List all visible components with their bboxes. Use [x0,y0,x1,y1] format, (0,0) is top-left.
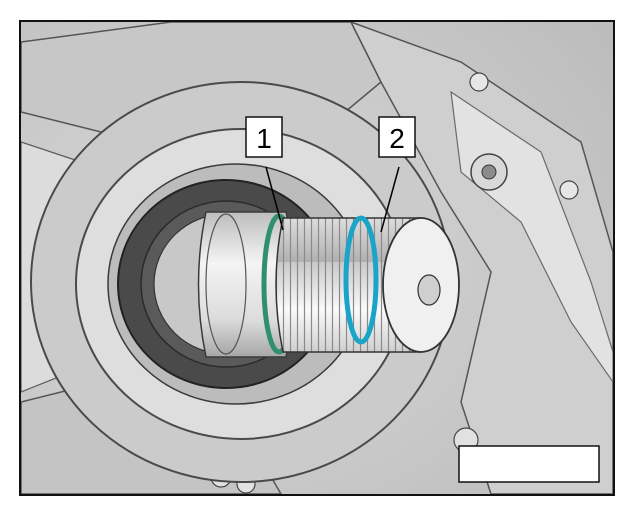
bolt-head-right [559,180,579,200]
bolt-hole-upper-right [481,164,497,180]
bolt-head-top [469,72,489,92]
o-ring-2 [343,215,379,345]
callout-1-number: 1 [256,123,272,154]
callout-1: 1 [245,116,283,158]
housing-right-flange [350,22,613,494]
figure-frame: 1 2 [19,20,615,496]
shaft-center-hole [417,274,441,306]
gearbox-illustration: 1 2 [21,22,613,494]
figure-id-box [458,445,600,483]
callout-2-number: 2 [389,123,405,154]
shaft-step [205,213,247,355]
callout-2-leader [380,166,400,233]
callout-2: 2 [378,116,416,158]
callout-1-leader [265,166,284,231]
